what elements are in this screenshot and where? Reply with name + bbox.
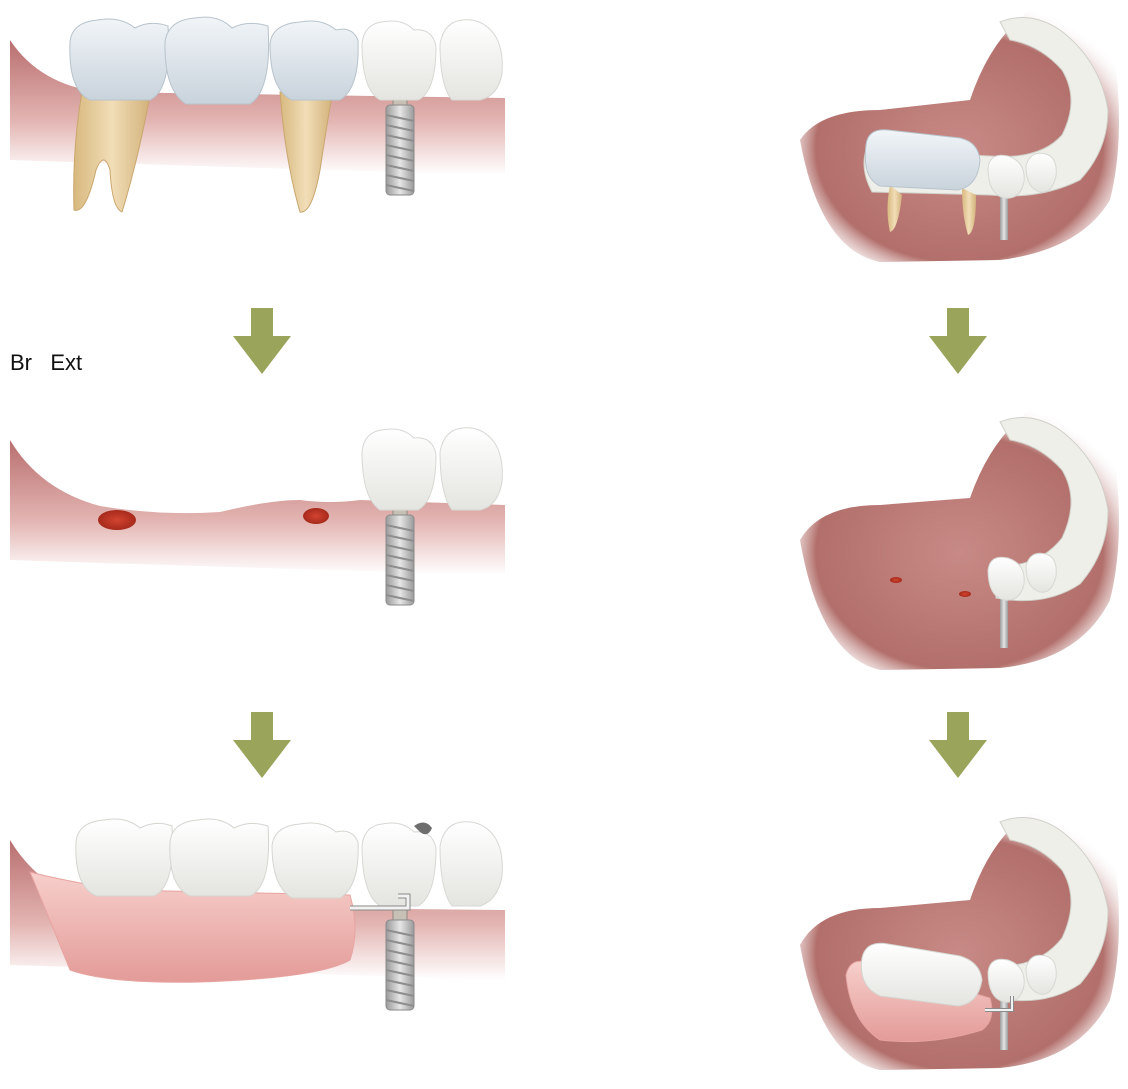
down-arrow-icon — [233, 712, 291, 778]
extraction-site-4 — [959, 591, 971, 597]
side-view-extraction — [10, 428, 505, 605]
side-view-bridge — [10, 17, 505, 212]
down-arrow-icon — [233, 308, 291, 374]
down-arrow-icon — [929, 308, 987, 374]
extraction-site-3 — [890, 577, 902, 583]
side-view-denture — [10, 819, 505, 1010]
jaw-view-extraction — [800, 410, 1119, 670]
jaw-view-denture — [800, 811, 1119, 1070]
jaw-view-bridge — [800, 10, 1119, 262]
caption-label: Br Ext — [10, 350, 82, 376]
extraction-site-2 — [303, 508, 329, 524]
down-arrow-icon — [929, 712, 987, 778]
extraction-site-1 — [98, 510, 136, 530]
